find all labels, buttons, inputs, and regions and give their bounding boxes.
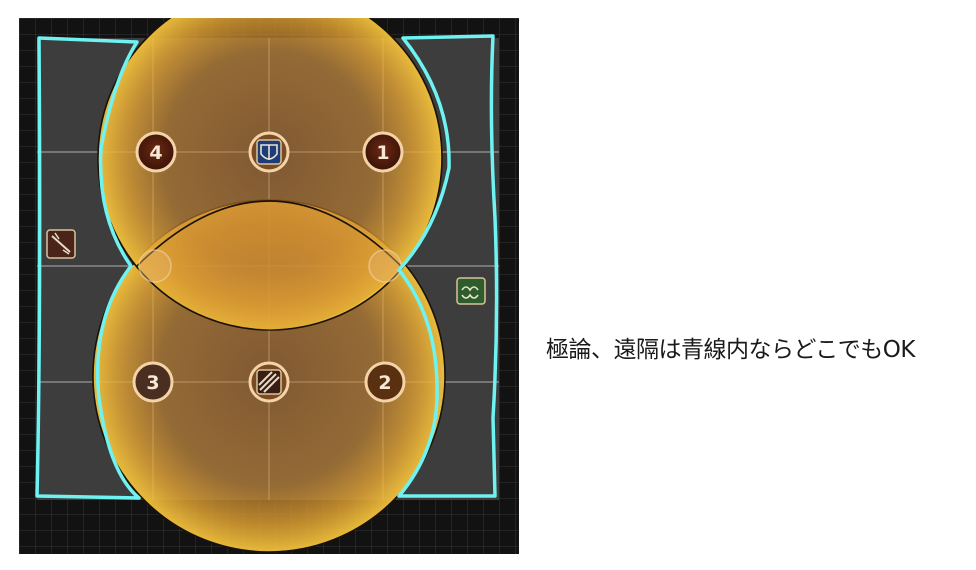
waymark-3: 3 [132,361,174,403]
waymark-2: 2 [364,361,406,403]
waymark-1: 1 [362,131,404,173]
healer-role-icon [456,277,486,305]
safe-zone-outline-right [397,34,499,498]
waymark-4: 4 [135,131,177,173]
waymark-3-label: 3 [146,372,159,394]
arena-map: 4 1 3 2 [19,18,519,554]
waymark-1-label: 1 [376,142,389,164]
ranged-physical-dps-icon [46,229,76,259]
aoe-circle-top [97,18,443,331]
waymark-2-label: 2 [378,372,391,394]
tank-role-icon [248,131,290,173]
overlap-marker-left [138,249,172,283]
arena-diagram: 4 1 3 2 [35,18,499,553]
overlap-marker-right [368,249,402,283]
striped-role-icon [248,361,290,403]
aoe-dome-edge [136,200,402,267]
strategy-caption: 極論、遠隔は青線内ならどこでもOK [546,337,916,363]
safe-zone-outline [35,36,141,500]
aoe-dome-highlight [137,202,401,330]
waymark-4-label: 4 [149,142,162,164]
